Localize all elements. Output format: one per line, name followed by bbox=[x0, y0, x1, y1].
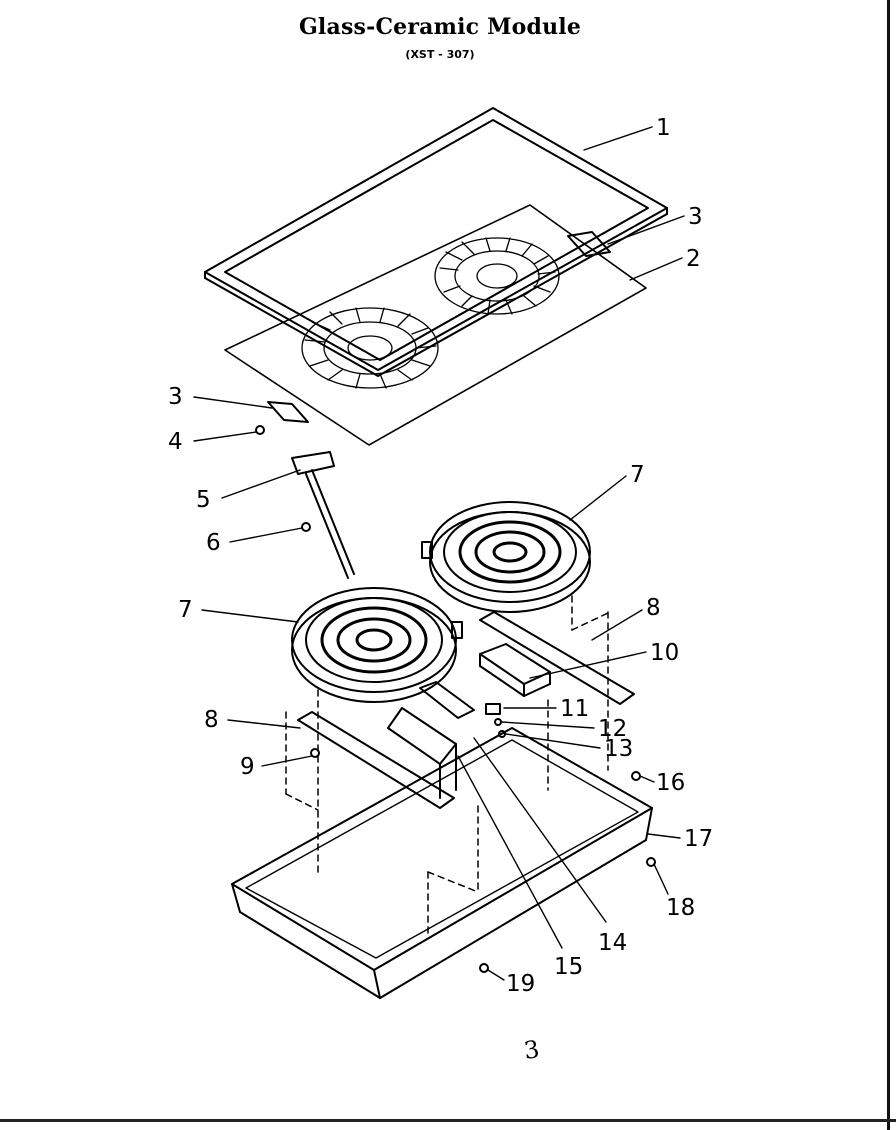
connector-part bbox=[485, 703, 501, 715]
callout-6: 6 bbox=[206, 530, 221, 556]
callout-3-right: 3 bbox=[688, 204, 703, 230]
element-rear-part bbox=[421, 501, 591, 613]
callout-12: 12 bbox=[598, 716, 627, 742]
cover-part bbox=[387, 707, 457, 799]
terminal-block-part bbox=[479, 643, 551, 697]
limiter-part bbox=[291, 451, 355, 579]
pan-part bbox=[231, 727, 653, 999]
glass-top-part bbox=[224, 204, 647, 446]
screw-12 bbox=[494, 718, 502, 726]
page-title: Glass-Ceramic Module bbox=[298, 14, 582, 40]
bracket-14-part bbox=[419, 681, 475, 719]
model-number: (XST - 307) bbox=[405, 48, 475, 61]
callout-13: 13 bbox=[604, 736, 633, 762]
callout-8-right: 8 bbox=[646, 595, 661, 621]
callout-8-left: 8 bbox=[204, 707, 219, 733]
screw-4 bbox=[255, 425, 265, 435]
screw-16 bbox=[631, 771, 641, 781]
callout-9: 9 bbox=[240, 754, 255, 780]
callout-15: 15 bbox=[554, 954, 583, 980]
callout-5: 5 bbox=[196, 487, 211, 513]
callout-3-left: 3 bbox=[168, 384, 183, 410]
clip-right-part bbox=[567, 231, 611, 257]
screw-13 bbox=[498, 730, 506, 738]
screw-9 bbox=[310, 748, 320, 758]
bracket-left-part bbox=[297, 711, 455, 809]
callout-2: 2 bbox=[686, 246, 701, 272]
callout-18: 18 bbox=[666, 895, 695, 921]
callout-4: 4 bbox=[168, 429, 183, 455]
frame-part bbox=[204, 107, 668, 377]
element-front-part bbox=[291, 587, 463, 703]
scan-edge-right bbox=[887, 0, 890, 1130]
scan-edge-bottom bbox=[0, 1119, 896, 1122]
callout-16: 16 bbox=[656, 770, 685, 796]
bracket-right-part bbox=[479, 611, 635, 705]
callout-14: 14 bbox=[598, 930, 627, 956]
callout-10: 10 bbox=[650, 640, 679, 666]
screw-19 bbox=[479, 963, 489, 973]
clip-left-part bbox=[267, 401, 309, 423]
callout-1: 1 bbox=[656, 115, 671, 141]
callout-17: 17 bbox=[684, 826, 713, 852]
callout-7-front: 7 bbox=[178, 597, 193, 623]
callout-7-rear: 7 bbox=[630, 462, 645, 488]
screw-6 bbox=[301, 522, 311, 532]
callout-11: 11 bbox=[560, 696, 589, 722]
callout-19: 19 bbox=[506, 971, 535, 997]
screw-18 bbox=[646, 857, 656, 867]
